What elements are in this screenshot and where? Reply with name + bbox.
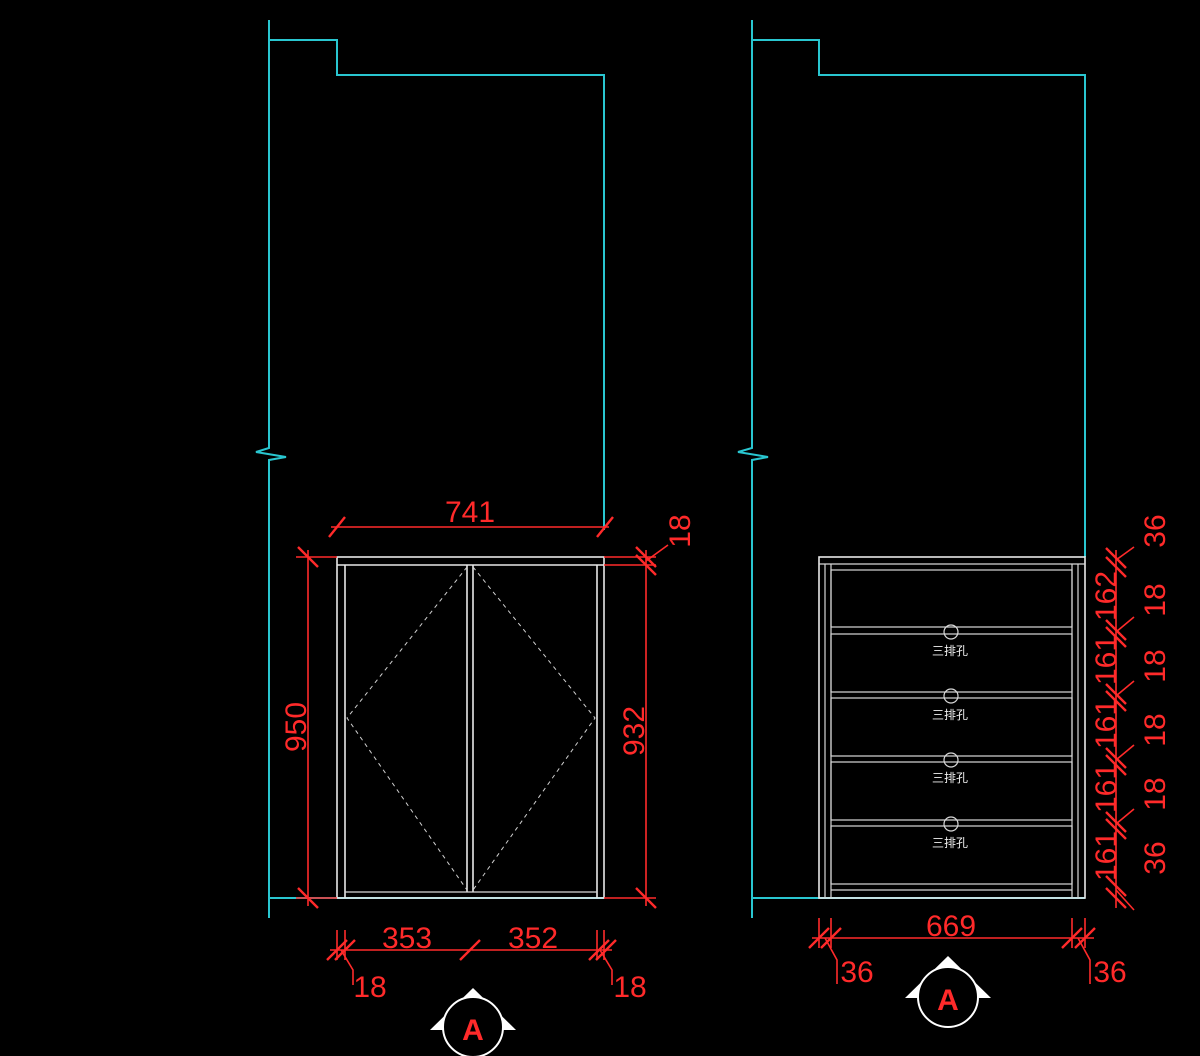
dim-tick (459, 939, 481, 961)
dim-tick (596, 516, 614, 538)
dim-text-741: 741 (445, 496, 495, 529)
right-wall-outline (751, 20, 1086, 557)
gap-dim-2: 18 (1139, 583, 1172, 616)
dim-text-36-left: 36 (840, 956, 873, 989)
dim-tick (588, 939, 610, 961)
dim-tick (297, 546, 319, 568)
dim-tick (1061, 927, 1083, 949)
dim-leader-36-left (824, 937, 838, 984)
dim-chain-leaders (1115, 546, 1135, 911)
drawer-note: 三排孔 (932, 644, 968, 658)
dim-tick (328, 516, 346, 538)
drawer-knob-icon (943, 624, 959, 640)
drawer-knob-icon (943, 816, 959, 832)
drawer-dim-5: 161 (1090, 831, 1123, 881)
right-cabinet-body (818, 556, 1086, 899)
drawer-knob-icon (943, 688, 959, 704)
dim-text-932: 932 (618, 706, 651, 756)
dim-tick (326, 939, 348, 961)
dim-text-18-top: 18 (664, 514, 697, 547)
drawer-front (830, 569, 1073, 628)
dim-tick (334, 939, 356, 961)
gap-dim-4: 18 (1139, 713, 1172, 746)
dim-leader-18-top (645, 544, 669, 562)
dim-leader-18-left (340, 949, 354, 985)
right-elevation: 三排孔 三排孔 三排孔 三排孔 (737, 20, 1172, 1028)
dim-leader-18-right (599, 949, 613, 985)
dim-text-669: 669 (926, 910, 976, 943)
drawer-dim-3: 161 (1090, 699, 1123, 749)
left-wall-outline (268, 20, 605, 530)
drawer-dim-2: 161 (1090, 635, 1123, 685)
drawer-stack: 三排孔 三排孔 三排孔 三排孔 (830, 569, 1073, 891)
drawer-front (830, 761, 1073, 821)
dim-tick (1074, 927, 1096, 949)
section-label: A (462, 1014, 484, 1047)
right-door-swing (472, 566, 596, 891)
gap-dim-5: 18 (1139, 777, 1172, 810)
section-marker-right: A (905, 956, 991, 1028)
dim-chain-ticks (1105, 547, 1127, 909)
drawer-knob-icon (943, 752, 959, 768)
dim-text-352: 352 (508, 922, 558, 955)
dim-tick (635, 554, 657, 576)
dim-text-950: 950 (280, 702, 313, 752)
gap-dim-3: 18 (1139, 649, 1172, 682)
section-label: A (937, 984, 959, 1017)
dim-tick (635, 887, 657, 909)
gap-dim-6: 36 (1139, 841, 1172, 874)
gap-dim-1: 36 (1139, 514, 1172, 547)
left-cabinet-body (336, 556, 605, 899)
drawer-note: 三排孔 (932, 836, 968, 850)
drawer-dim-1: 162 (1090, 571, 1123, 621)
left-door-swing (346, 566, 468, 891)
drawer-front (830, 697, 1073, 757)
dim-text-36-right: 36 (1093, 956, 1126, 989)
dim-tick (808, 927, 830, 949)
drawer-dim-4: 161 (1090, 763, 1123, 813)
dim-text-353: 353 (382, 922, 432, 955)
dim-tick (635, 546, 657, 568)
section-marker-left: A (430, 988, 516, 1056)
left-elevation: 741 950 932 18 353 352 18 18 (255, 20, 697, 1056)
drawer-front (830, 633, 1073, 693)
left-wall-left-edge (255, 40, 287, 918)
drawer-note: 三排孔 (932, 771, 968, 785)
dim-text-18-left: 18 (353, 971, 386, 1004)
dim-tick (595, 939, 617, 961)
right-wall-left-edge (737, 40, 769, 918)
dim-tick (297, 887, 319, 909)
drawer-note: 三排孔 (932, 708, 968, 722)
dim-leader-36-right (1077, 937, 1091, 984)
dim-text-18-right: 18 (613, 971, 646, 1004)
drawer-front (830, 825, 1073, 885)
dim-tick (820, 927, 842, 949)
